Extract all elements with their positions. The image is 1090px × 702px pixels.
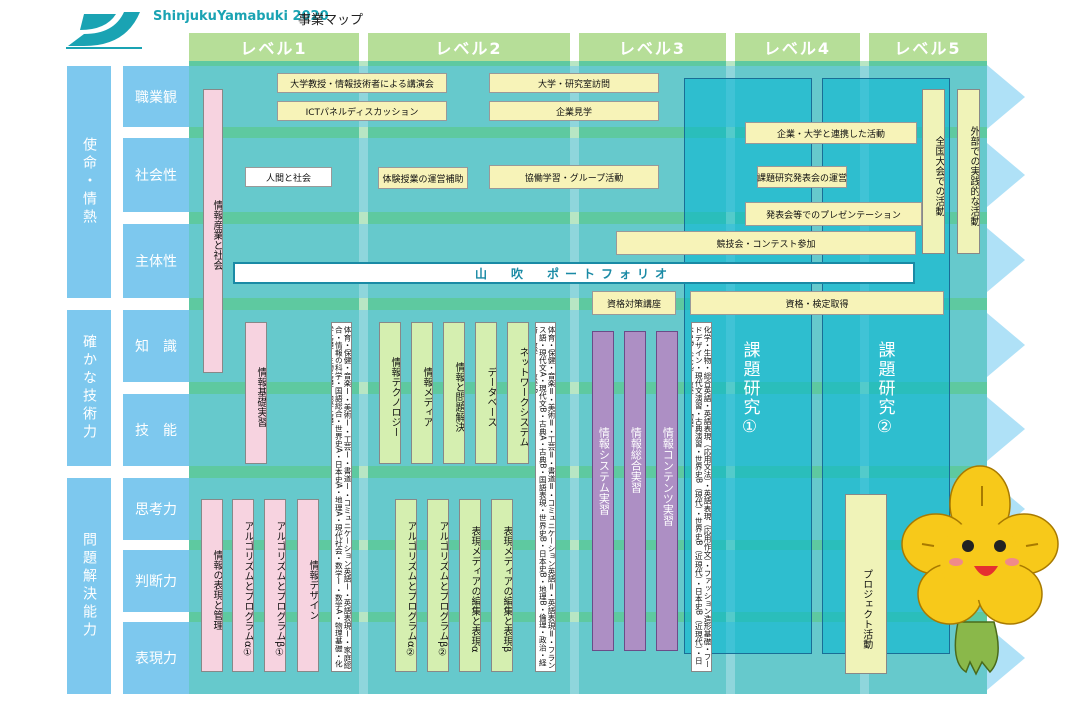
level-header-3: レベル3 — [579, 33, 726, 61]
level-header-1: レベル1 — [189, 33, 359, 61]
box-algo-a1: アルゴリズムとプログラムα① — [232, 499, 254, 672]
category-chishiki: 知 識 — [123, 310, 189, 382]
box-joho-mondai: 情報と問題解決 — [443, 322, 465, 464]
category-shikoryoku: 思考力 — [123, 478, 189, 540]
box-joho-contents: 情報コンテンツ実習 — [656, 331, 678, 651]
box-lecture: 大学教授・情報技術者による講演会 — [277, 73, 447, 93]
box-company-visit: 企業見学 — [489, 101, 659, 121]
portfolio-bar: 山 吹 ポートフォリオ — [233, 262, 915, 284]
row-arrow — [987, 397, 1025, 461]
mascot-icon — [900, 462, 1060, 682]
box-futsu3: 化学・生物・総合英語・英語表現（応用文法）・英語表現（応用作文）・ファッション造… — [691, 322, 712, 672]
category-mission: 使命・情熱 — [67, 66, 111, 298]
category-gino: 技 能 — [123, 394, 189, 466]
box-univ-visit: 大学・研究室訪問 — [489, 73, 659, 93]
box-algo-a2: アルゴリズムとプログラムα② — [395, 499, 417, 672]
box-taiken: 体験授業の運営補助 — [378, 167, 468, 189]
level-header-2: レベル2 — [368, 33, 570, 61]
box-kyodo: 協働学習・グループ活動 — [489, 165, 659, 189]
category-handanryoku: 判断力 — [123, 550, 189, 612]
category-problem-solving: 問題解決能力 — [67, 478, 111, 694]
kadai-label-2: 課題研究② — [874, 341, 895, 439]
box-futsu2: 体育・保健・音楽Ⅱ・美術Ⅱ・工芸Ⅱ・書道Ⅱ・コミュニケーション英語Ⅱ・英語表現Ⅱ… — [535, 322, 556, 672]
box-ningen: 人間と社会 — [245, 167, 332, 187]
box-algo-b1: アルゴリズムとプログラムβ① — [264, 499, 286, 672]
category-shakaisei: 社会性 — [123, 138, 189, 212]
row-arrow — [987, 228, 1025, 292]
box-joho-sogo: 情報総合実習 — [624, 331, 646, 651]
category-shokugyo: 職業観 — [123, 66, 189, 127]
category-technique: 確かな技術力 — [67, 310, 111, 466]
box-kyogikai: 競技会・コンテスト参加 — [616, 231, 916, 255]
box-shikaku-taisaku: 資格対策講座 — [592, 291, 676, 315]
logo-icon — [64, 8, 144, 50]
box-joho-kiso: 情報基礎実習 — [245, 322, 267, 464]
box-kadai-happyo: 課題研究発表会の運営 — [757, 166, 847, 188]
box-database: データベース — [475, 322, 497, 464]
header-subtitle: 事業マップ — [298, 13, 364, 28]
box-joho-system: 情報システム実習 — [592, 331, 614, 651]
box-zenkoku: 全国大会での活動 — [922, 89, 945, 254]
level-header-4: レベル4 — [735, 33, 860, 61]
category-hyogenryoku: 表現力 — [123, 622, 189, 694]
category-shutaisei: 主体性 — [123, 224, 189, 298]
box-kigyo-renkei: 企業・大学と連携した活動 — [745, 122, 917, 144]
box-happyokai: 発表会等でのプレゼンテーション — [745, 202, 922, 226]
box-ict-panel: ICTパネルディスカッション — [277, 101, 447, 121]
header-title: ShinjukuYamabuki 2020 — [153, 9, 329, 24]
box-joho-design: 情報デザイン — [297, 499, 319, 672]
kadai-label-1: 課題研究① — [739, 341, 760, 439]
box-joho-media: 情報メディア — [411, 322, 433, 464]
box-joho-hyogen: 情報の表現と管理 — [201, 499, 223, 672]
box-algo-b2: アルゴリズムとプログラムβ② — [427, 499, 449, 672]
box-joho-tech: 情報テクノロジー — [379, 322, 401, 464]
box-hyogen-a: 表現メディアの編集と表現α — [459, 499, 481, 672]
box-shikaku-kentei: 資格・検定取得 — [690, 291, 944, 315]
box-project: プロジェクト活動 — [845, 494, 887, 674]
row-arrow — [987, 143, 1025, 207]
row-arrow — [987, 65, 1025, 129]
box-network: ネットワークシステム — [507, 322, 529, 464]
level-header-5: レベル5 — [869, 33, 987, 61]
box-gaibu: 外部での実践的な活動 — [957, 89, 980, 254]
box-hyogen-b: 表現メディアの編集と表現β — [491, 499, 513, 672]
box-joho-sangyo: 情報産業と社会 — [203, 89, 223, 373]
row-arrow — [987, 313, 1025, 377]
box-futsu1: 体育・保健・音楽Ⅰ・美術Ⅰ・工芸Ⅰ・書道Ⅰ・コミュニケーション英語Ⅰ・英語表現Ⅰ… — [331, 322, 352, 672]
